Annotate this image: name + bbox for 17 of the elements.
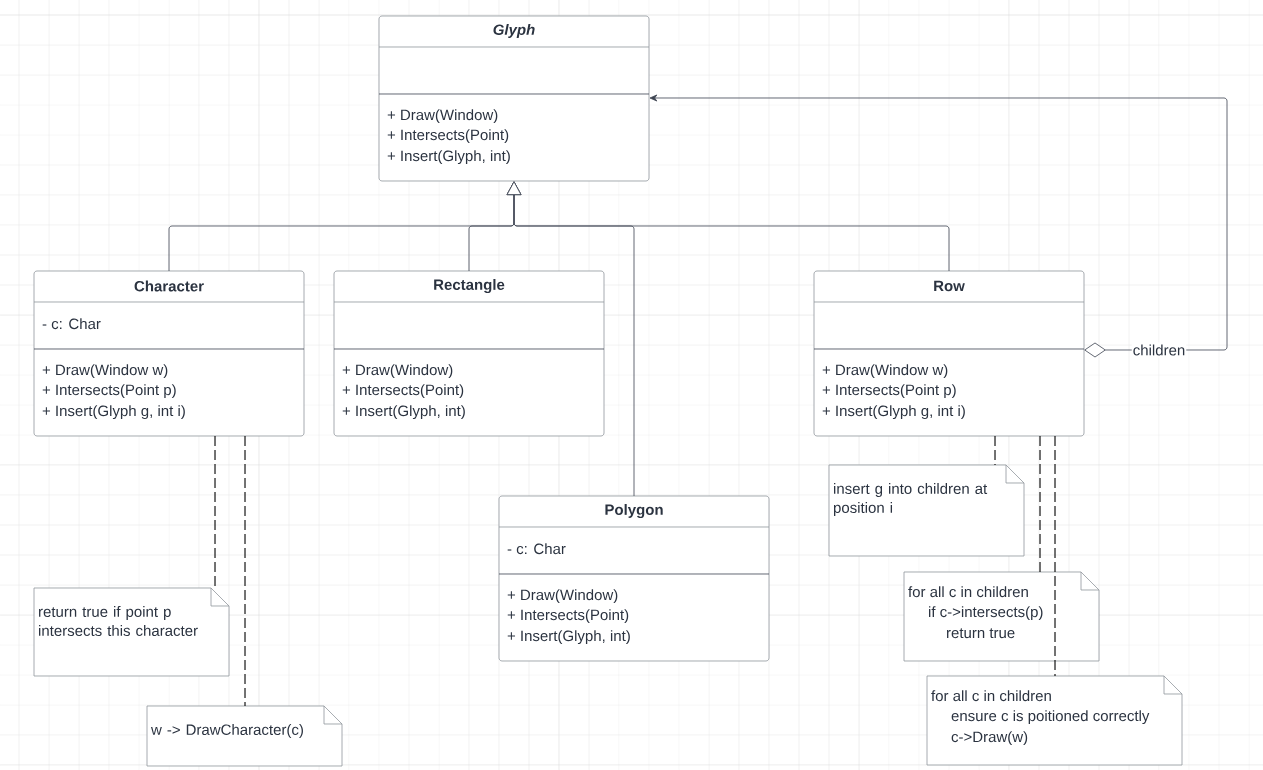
note-box: return true if point p intersects this character: [33, 587, 230, 677]
edge-label: children: [1131, 342, 1187, 358]
leader-line: [244, 435, 246, 707]
note-box: for all c in children if c->intersects(p) return true: [903, 571, 1100, 662]
class-box: Row + Draw(Window w) + Intersects(Point p) + Insert(Glyph g, int i): [813, 270, 1085, 437]
note-box: w -> DrawCharacter(c): [146, 705, 343, 767]
leader-line: [1054, 435, 1056, 677]
class-box: Character - c: Char + Draw(Window w) + Intersects(Point p) + Insert(Glyph g, int i): [33, 270, 305, 437]
note-box: insert g into children at position i: [828, 464, 1025, 557]
note-box: for all c in children ensure c is poitioned correctly c->Draw(w): [926, 675, 1183, 766]
aggregation-arrow: [649, 94, 1228, 358]
class-box: Glyph + Draw(Window) + Intersects(Point) + Insert(Glyph, int): [378, 15, 650, 182]
leader-line: [1039, 435, 1041, 573]
generalization-arrow: [506, 181, 950, 272]
class-box: Polygon - c: Char + Draw(Window) + Intersects(Point) + Insert(Glyph, int): [498, 495, 770, 662]
class-box: Rectangle + Draw(Window) + Intersects(Point) + Insert(Glyph, int): [333, 270, 605, 437]
leader-line: [994, 435, 996, 466]
